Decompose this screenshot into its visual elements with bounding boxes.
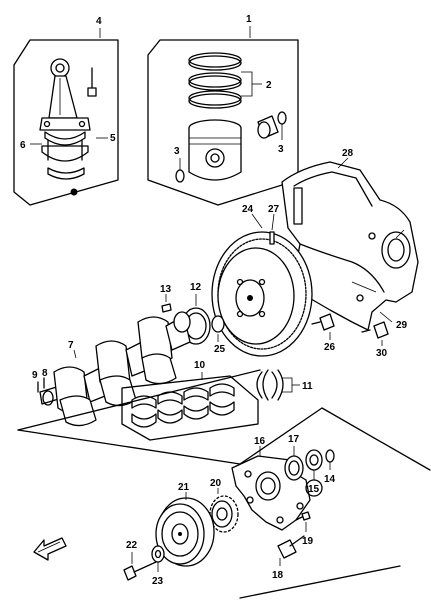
callout-22: 22 — [126, 540, 138, 551]
rod-bolt — [70, 67, 97, 196]
callout-25: 25 — [214, 344, 226, 355]
crank-gear-pin: 8 9 — [32, 368, 48, 393]
callout-13: 13 — [160, 284, 172, 295]
callout-19: 19 — [302, 536, 314, 547]
main-bearing-group-frame — [121, 375, 259, 441]
callout-21: 21 — [178, 482, 190, 493]
piston-pin — [257, 115, 279, 139]
flywheel: 24 — [211, 204, 313, 357]
plate-bolt: 26 — [311, 313, 336, 353]
callout-12: 12 — [190, 282, 202, 293]
callout-11: 11 — [302, 381, 313, 392]
callout-30: 30 — [376, 348, 388, 359]
callout-24: 24 — [242, 204, 254, 215]
piston-group-frame — [147, 39, 299, 206]
callout-16: 16 — [254, 436, 266, 447]
callout-10: 10 — [194, 360, 206, 371]
callout-17: 17 — [288, 434, 300, 445]
sleeve-ring: 14 — [324, 449, 336, 485]
callout-20: 20 — [210, 478, 222, 489]
piston-circlip-right — [277, 111, 287, 125]
callout-5: 5 — [110, 133, 116, 144]
crankshaft: 7 — [39, 311, 191, 427]
callout-14: 14 — [324, 474, 336, 485]
crankshaft-pulley: 21 — [155, 482, 215, 567]
callout-9: 9 — [32, 370, 38, 381]
connecting-rod-bearing — [44, 131, 86, 180]
flywheel-bolt: 30 — [361, 321, 389, 359]
callout-6: 6 — [20, 140, 26, 151]
pulley-bolt: 22 — [123, 540, 157, 581]
piston-group: 1 2 3 3 — [147, 14, 299, 206]
callout-18: 18 — [272, 570, 284, 581]
flywheel-pin: 27 — [268, 204, 280, 245]
crank-key-rear: 13 — [160, 284, 172, 313]
callout-2: 2 — [266, 80, 272, 91]
rear-plate-flange — [293, 187, 303, 225]
callout-3-right: 3 — [278, 144, 284, 155]
front-group-frame-bottom — [239, 565, 401, 599]
callout-4: 4 — [96, 16, 102, 27]
cover-screw: 19 — [295, 511, 314, 547]
piston-circlip-left — [175, 169, 185, 183]
main-bearings — [131, 383, 235, 428]
callout-27: 27 — [268, 204, 280, 215]
front-oil-seal: 17 — [284, 434, 304, 481]
callout-29: 29 — [396, 320, 408, 331]
pulley-washer: 23 — [151, 545, 165, 587]
callout-1: 1 — [246, 14, 252, 25]
piston — [188, 119, 242, 181]
piston-rings — [188, 52, 242, 109]
callout-7: 7 — [68, 340, 74, 351]
connecting-rod-group: 4 5 6 — [13, 16, 119, 206]
main-bearing-group: 10 — [121, 360, 259, 441]
callout-3-left: 3 — [174, 146, 180, 157]
crank-group-frame-top — [17, 369, 261, 431]
oil-pump-front-cover: 16 — [231, 436, 311, 531]
callout-8: 8 — [42, 368, 48, 379]
o-ring: 15 — [305, 449, 323, 497]
pilot-bushing: 25 — [211, 315, 226, 355]
callout-15: 15 — [308, 484, 320, 495]
thrust-washers: 11 — [256, 369, 313, 401]
cover-bolt: 18 — [272, 535, 305, 581]
connecting-rod — [39, 58, 91, 162]
front-group-frame-right — [321, 407, 431, 471]
arrow-front-icon — [33, 537, 67, 561]
rear-plate: 28 29 — [281, 148, 419, 331]
crankshaft-gear: 20 — [209, 478, 239, 533]
connecting-rod-group-frame — [13, 39, 119, 206]
callout-28: 28 — [342, 148, 354, 159]
callout-26: 26 — [324, 342, 336, 353]
callout-23: 23 — [152, 576, 164, 587]
rod-nut — [70, 188, 78, 196]
